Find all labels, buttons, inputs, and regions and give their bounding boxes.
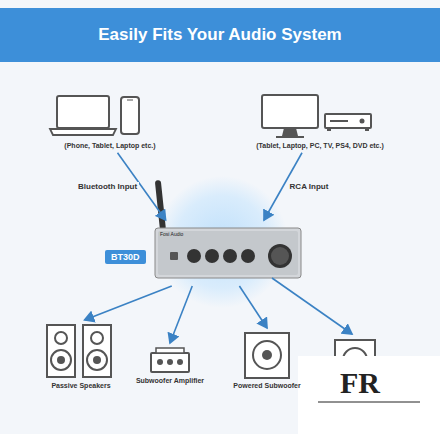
diagram-title: Easily Fits Your Audio System bbox=[0, 8, 440, 62]
signal-arrow bbox=[85, 286, 172, 320]
signal-arrow bbox=[239, 286, 267, 328]
device-caption: Subwoofer Amplifier bbox=[132, 377, 208, 386]
brand-text: Fosi Audio bbox=[160, 232, 183, 237]
source-devices: (Phone, Tablet, Laptop etc.) bbox=[35, 90, 185, 151]
output-device: Subwoofer Amplifier bbox=[132, 345, 208, 386]
device-caption: (Tablet, Laptop, PC, TV, PS4, DVD etc.) bbox=[230, 142, 410, 151]
watermark-logo: FR bbox=[340, 368, 380, 398]
output-device: Passive Speakers bbox=[45, 322, 117, 391]
edge-label: RCA Input bbox=[288, 182, 331, 191]
amplifier-box: BT30D bbox=[100, 222, 305, 284]
model-badge: BT30D bbox=[105, 250, 146, 264]
device-caption: (Phone, Tablet, Laptop etc.) bbox=[35, 142, 185, 151]
device-caption: Powered Subwoofer bbox=[232, 382, 302, 391]
source-devices: (Tablet, Laptop, PC, TV, PS4, DVD etc.) bbox=[230, 90, 410, 151]
device-caption: Passive Speakers bbox=[45, 382, 117, 391]
edge-label: Bluetooth Input bbox=[76, 182, 139, 191]
signal-arrow bbox=[170, 286, 192, 343]
output-device: Powered Subwoofer bbox=[232, 330, 302, 391]
